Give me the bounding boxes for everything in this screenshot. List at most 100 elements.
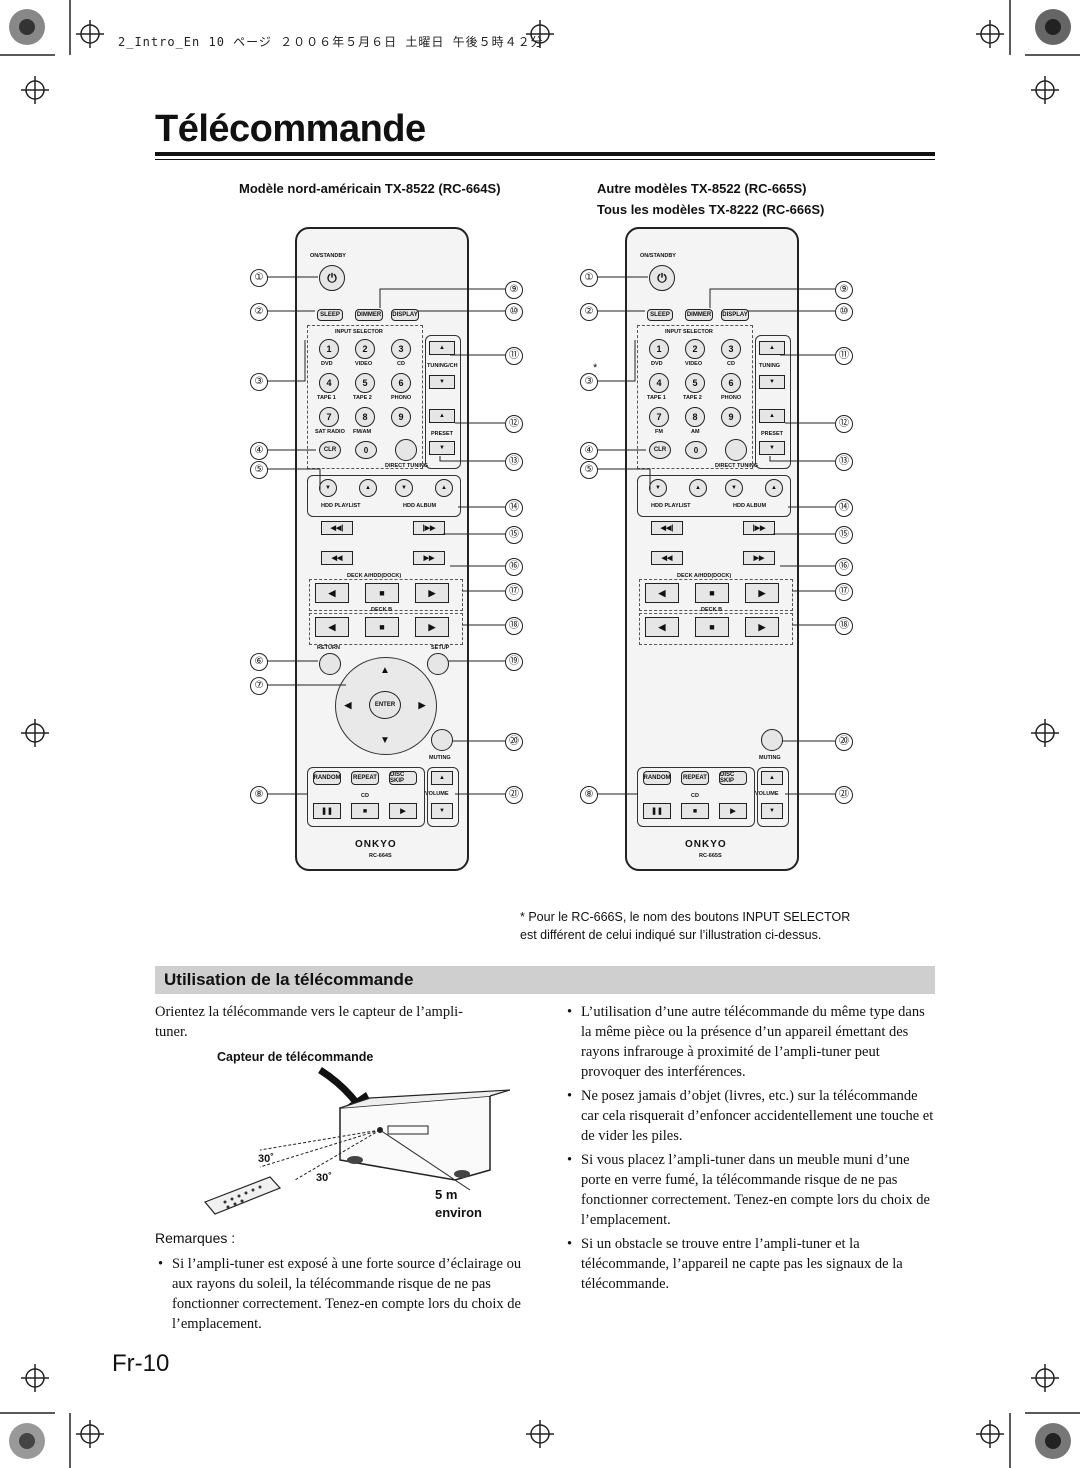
- direct-tuning-label: DIRECT TUNING: [385, 463, 429, 469]
- display-button[interactable]: DISPLAY: [721, 309, 749, 321]
- tuning-down-button[interactable]: ▼: [429, 375, 455, 389]
- preset-down-button[interactable]: ▼: [759, 441, 785, 455]
- random-button[interactable]: RANDOM: [643, 771, 671, 785]
- caption-right-model-2: Tous les modèles TX-8222 (RC-666S): [597, 202, 825, 217]
- input-4-button[interactable]: 4: [649, 373, 669, 393]
- disc-skip-button[interactable]: DISC SKIP: [389, 771, 417, 785]
- cd-pause-button[interactable]: ❚❚: [313, 803, 341, 819]
- deck-a-reverse-button[interactable]: ◀: [315, 583, 349, 603]
- muting-button[interactable]: [761, 729, 783, 751]
- cd-pause-button[interactable]: ❚❚: [643, 803, 671, 819]
- sleep-button[interactable]: SLEEP: [647, 309, 673, 321]
- input-9-button[interactable]: 9: [721, 407, 741, 427]
- hdd-playlist-up-button[interactable]: ▲: [689, 479, 707, 497]
- callout-14-left: ⑭: [505, 499, 523, 517]
- hdd-playlist-up-button[interactable]: ▲: [359, 479, 377, 497]
- nav-up-button[interactable]: ▲: [380, 664, 390, 676]
- input-5-button[interactable]: 5: [685, 373, 705, 393]
- input-3-button[interactable]: 3: [721, 339, 741, 359]
- cd-play-button[interactable]: ▶: [719, 803, 747, 819]
- deck-a-stop-button[interactable]: ■: [365, 583, 399, 603]
- title-rule-thin: [155, 159, 935, 160]
- dimmer-button[interactable]: DIMMER: [355, 309, 383, 321]
- hdd-album-down-button[interactable]: ▼: [395, 479, 413, 497]
- input-6-button[interactable]: 6: [391, 373, 411, 393]
- tuning-up-button[interactable]: ▲: [759, 341, 785, 355]
- input-1-button[interactable]: 1: [319, 339, 339, 359]
- deck-a-play-button[interactable]: ▶: [745, 583, 779, 603]
- on-standby-button[interactable]: ⏻: [649, 265, 675, 291]
- setup-button[interactable]: [427, 653, 449, 675]
- disc-skip-button[interactable]: DISC SKIP: [719, 771, 747, 785]
- deck-b-stop-button[interactable]: ■: [365, 617, 399, 637]
- rewind-button[interactable]: ◀◀: [651, 551, 683, 565]
- clr-button[interactable]: CLR: [649, 441, 671, 459]
- direct-tuning-button[interactable]: [395, 439, 417, 461]
- deck-a-play-button[interactable]: ▶: [415, 583, 449, 603]
- tuning-down-button[interactable]: ▼: [759, 375, 785, 389]
- muting-button[interactable]: [431, 729, 453, 751]
- input-2-button[interactable]: 2: [685, 339, 705, 359]
- display-button[interactable]: DISPLAY: [391, 309, 419, 321]
- preset-up-button[interactable]: ▲: [429, 409, 455, 423]
- deck-b-play-button[interactable]: ▶: [745, 617, 779, 637]
- cd-stop-button[interactable]: ■: [351, 803, 379, 819]
- skip-back-button[interactable]: ◀◀|: [651, 521, 683, 535]
- repeat-button[interactable]: REPEAT: [351, 771, 379, 785]
- deck-b-reverse-button[interactable]: ◀: [645, 617, 679, 637]
- bullet-icon: •: [567, 1088, 573, 1104]
- input-8-button[interactable]: 8: [355, 407, 375, 427]
- random-button[interactable]: RANDOM: [313, 771, 341, 785]
- nav-down-button[interactable]: ▼: [380, 734, 390, 746]
- cd-stop-button[interactable]: ■: [681, 803, 709, 819]
- skip-back-button[interactable]: ◀◀|: [321, 521, 353, 535]
- input-4-button[interactable]: 4: [319, 373, 339, 393]
- repeat-button[interactable]: REPEAT: [681, 771, 709, 785]
- input-5-button[interactable]: 5: [355, 373, 375, 393]
- volume-up-button[interactable]: ▲: [431, 771, 453, 785]
- skip-forward-button[interactable]: |▶▶: [743, 521, 775, 535]
- fast-forward-button[interactable]: ▶▶: [743, 551, 775, 565]
- preset-down-button[interactable]: ▼: [429, 441, 455, 455]
- fast-forward-button[interactable]: ▶▶: [413, 551, 445, 565]
- hdd-playlist-down-button[interactable]: ▼: [319, 479, 337, 497]
- volume-up-button[interactable]: ▲: [761, 771, 783, 785]
- return-button[interactable]: [319, 653, 341, 675]
- deck-a-reverse-button[interactable]: ◀: [645, 583, 679, 603]
- deck-b-play-button[interactable]: ▶: [415, 617, 449, 637]
- preset-up-button[interactable]: ▲: [759, 409, 785, 423]
- deck-b-reverse-button[interactable]: ◀: [315, 617, 349, 637]
- direct-tuning-button[interactable]: [725, 439, 747, 461]
- nav-left-button[interactable]: ◀: [344, 699, 352, 710]
- input-0-button[interactable]: 0: [355, 441, 377, 459]
- nav-right-button[interactable]: ▶: [418, 699, 426, 710]
- callout-6-left: ⑥: [250, 653, 268, 671]
- tuning-up-button[interactable]: ▲: [429, 341, 455, 355]
- input-8-button[interactable]: 8: [685, 407, 705, 427]
- sleep-button[interactable]: SLEEP: [317, 309, 343, 321]
- on-standby-button[interactable]: ⏻: [319, 265, 345, 291]
- hdd-album-up-button[interactable]: ▲: [435, 479, 453, 497]
- input-1-button[interactable]: 1: [649, 339, 669, 359]
- clr-button[interactable]: CLR: [319, 441, 341, 459]
- cd-play-button[interactable]: ▶: [389, 803, 417, 819]
- volume-down-button[interactable]: ▼: [431, 803, 453, 819]
- input-0-button[interactable]: 0: [685, 441, 707, 459]
- hdd-album-down-button[interactable]: ▼: [725, 479, 743, 497]
- input-6-button[interactable]: 6: [721, 373, 741, 393]
- input-9-button[interactable]: 9: [391, 407, 411, 427]
- input-3-button[interactable]: 3: [391, 339, 411, 359]
- callout-19-left: ⑲: [505, 653, 523, 671]
- input-7-button[interactable]: 7: [319, 407, 339, 427]
- dimmer-button[interactable]: DIMMER: [685, 309, 713, 321]
- input-2-button[interactable]: 2: [355, 339, 375, 359]
- callout-17-right: ⑰: [835, 583, 853, 601]
- rewind-button[interactable]: ◀◀: [321, 551, 353, 565]
- skip-forward-button[interactable]: |▶▶: [413, 521, 445, 535]
- input-7-button[interactable]: 7: [649, 407, 669, 427]
- volume-down-button[interactable]: ▼: [761, 803, 783, 819]
- hdd-album-up-button[interactable]: ▲: [765, 479, 783, 497]
- deck-b-stop-button[interactable]: ■: [695, 617, 729, 637]
- enter-button[interactable]: ENTER: [369, 691, 401, 719]
- deck-a-stop-button[interactable]: ■: [695, 583, 729, 603]
